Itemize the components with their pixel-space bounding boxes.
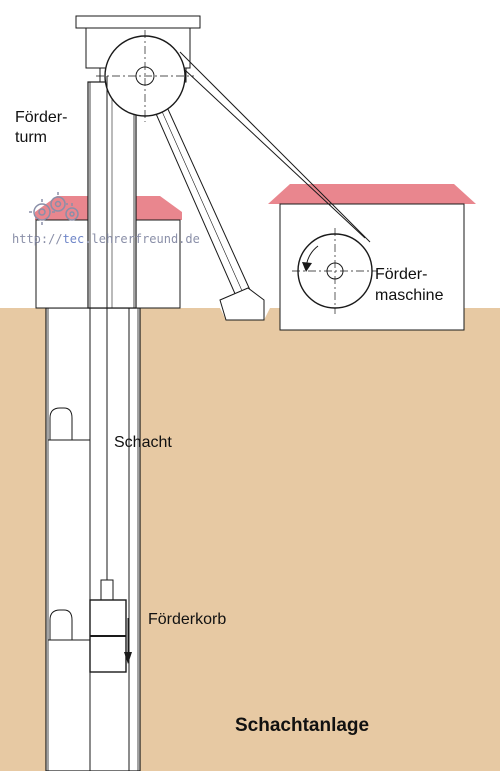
watermark-highlight: tec bbox=[63, 232, 85, 246]
mine-shaft bbox=[45, 307, 141, 771]
conveyance-cage bbox=[89, 579, 132, 673]
label-cage: Förderkorb bbox=[148, 611, 226, 628]
label-tower: Förder- turm bbox=[15, 109, 72, 146]
diagram-title: Schachtanlage bbox=[235, 715, 369, 736]
hoisting-rope bbox=[106, 51, 371, 600]
strut-foundation bbox=[219, 287, 265, 321]
hoist-house-building bbox=[268, 184, 476, 331]
watermark-url: http://tec.lehrerfreund.de bbox=[12, 232, 200, 246]
hoist-drum bbox=[292, 228, 378, 314]
gear-logo-icon bbox=[29, 192, 79, 225]
hoist-house-roof bbox=[268, 184, 476, 204]
watermark: http://tec.lehrerfreund.de bbox=[12, 192, 200, 246]
level-landing-lower bbox=[48, 609, 90, 641]
label-hoist-machine: Förder- maschine bbox=[375, 266, 444, 304]
sheave-wheel bbox=[96, 30, 194, 122]
level-landing-upper bbox=[48, 407, 90, 441]
label-shaft: Schacht bbox=[114, 434, 172, 451]
